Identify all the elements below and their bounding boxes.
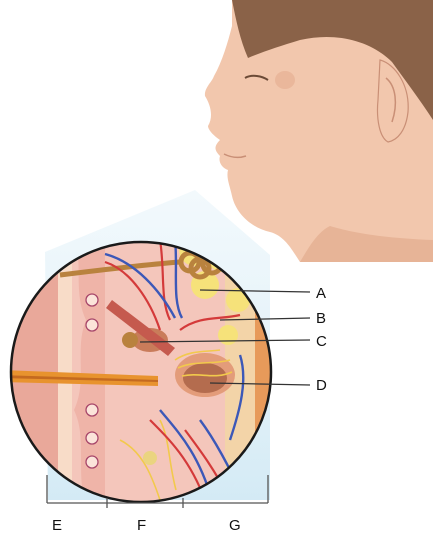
- label-f: F: [137, 518, 146, 533]
- label-d: D: [316, 378, 327, 393]
- label-g: G: [229, 518, 241, 533]
- label-e: E: [52, 518, 62, 533]
- face-profile: [205, 0, 433, 262]
- label-c: C: [316, 334, 327, 349]
- label-b: B: [316, 311, 326, 326]
- label-a: A: [316, 286, 326, 301]
